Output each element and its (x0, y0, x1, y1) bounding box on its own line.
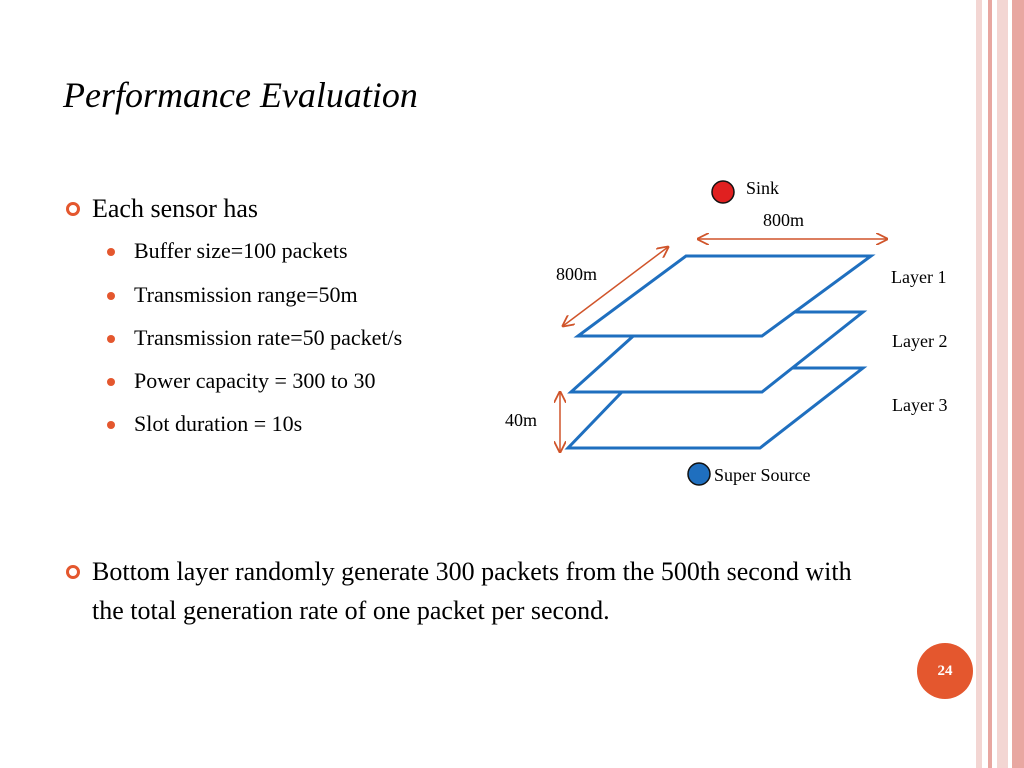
sub-bullet-marker (107, 335, 115, 343)
sub-bullet-text: Transmission rate=50 packet/s (134, 325, 403, 350)
sub-bullet-marker (107, 378, 115, 386)
decor-stripe (997, 0, 1008, 768)
bullet-text: Bottom layer randomly generate 300 packe… (92, 557, 852, 625)
bullet-marker (66, 202, 80, 216)
layer-1-label: Layer 1 (891, 267, 947, 287)
sub-bullet-item: Power capacity = 300 to 30 (107, 368, 376, 394)
depth-label: 800m (556, 264, 598, 284)
sink-node-icon (711, 180, 735, 204)
bullet-marker (66, 565, 80, 579)
super-source-label: Super Source (714, 465, 811, 485)
super-source-node-icon (687, 462, 711, 486)
decor-stripe (1012, 0, 1024, 768)
sub-bullet-text: Slot duration = 10s (134, 411, 303, 436)
sub-bullet-marker (107, 421, 115, 429)
sub-bullet-text: Power capacity = 300 to 30 (134, 368, 376, 393)
sub-bullet-marker (107, 248, 115, 256)
bullet-text: Each sensor has (92, 194, 259, 223)
decor-stripe (976, 0, 982, 768)
bullet-item: Each sensor has (66, 189, 258, 228)
height-label: 40m (505, 410, 538, 430)
sub-bullet-item: Buffer size=100 packets (107, 238, 348, 264)
width-label: 800m (763, 210, 805, 230)
sub-bullet-marker (107, 292, 115, 300)
layer-2-label: Layer 2 (892, 331, 948, 351)
sub-bullet-text: Transmission range=50m (134, 282, 358, 307)
sub-bullet-text: Buffer size=100 packets (134, 238, 348, 263)
sub-bullet-item: Transmission rate=50 packet/s (107, 325, 402, 351)
sub-bullet-item: Transmission range=50m (107, 282, 358, 308)
sink-label: Sink (746, 178, 780, 198)
depth-dimension-arrow (563, 247, 668, 326)
bullet-item: Bottom layer randomly generate 300 packe… (66, 552, 866, 630)
decor-stripe (988, 0, 992, 768)
slide-title: Performance Evaluation (63, 75, 418, 115)
layer-3-label: Layer 3 (892, 395, 948, 415)
sub-bullet-item: Slot duration = 10s (107, 411, 302, 437)
page-number-badge: 24 (917, 643, 973, 699)
